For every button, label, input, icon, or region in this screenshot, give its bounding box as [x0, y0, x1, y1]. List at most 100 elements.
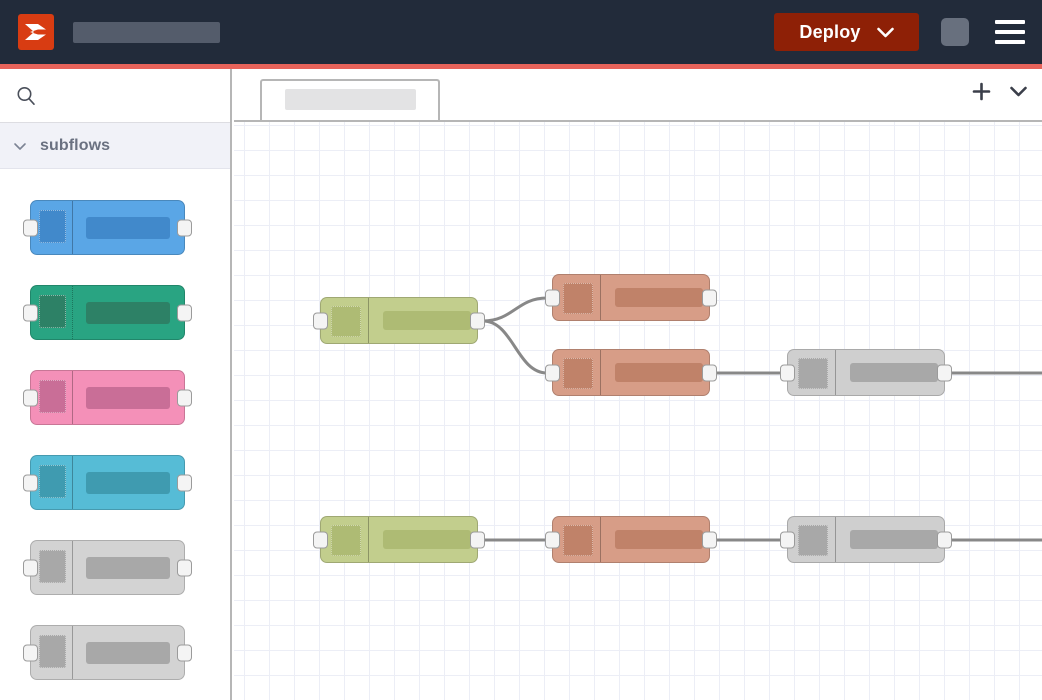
flow-node-salmon-2[interactable]: [545, 349, 717, 396]
palette-list-item[interactable]: [0, 270, 230, 355]
hamburger-bar: [995, 30, 1025, 34]
node-type-icon: [553, 517, 601, 562]
node-output-port[interactable]: [470, 312, 485, 329]
node-output-port[interactable]: [702, 289, 717, 306]
node-icon-glyph: [331, 306, 361, 337]
node-label-placeholder: [383, 530, 471, 549]
palette-node-2[interactable]: [23, 285, 192, 340]
node-output-port[interactable]: [177, 474, 192, 491]
flow-title-placeholder: [73, 21, 220, 43]
node-output-port[interactable]: [177, 304, 192, 321]
flow-node-green-1[interactable]: [313, 297, 485, 344]
palette-sidebar: subflows: [0, 69, 232, 700]
node-label-placeholder: [86, 386, 170, 409]
sidebar-section-subflows[interactable]: subflows: [0, 123, 230, 169]
palette-node-list: [0, 169, 230, 695]
node-output-port[interactable]: [177, 644, 192, 661]
node-output-port[interactable]: [937, 531, 952, 548]
node-input-port[interactable]: [23, 644, 38, 661]
node-input-port[interactable]: [23, 474, 38, 491]
flow-node-salmon-1[interactable]: [545, 274, 717, 321]
node-output-port[interactable]: [177, 389, 192, 406]
node-icon-glyph: [39, 550, 66, 583]
flow-node-salmon-3[interactable]: [545, 516, 717, 563]
node-input-port[interactable]: [23, 389, 38, 406]
node-type-icon: [321, 517, 369, 562]
flow-tab-1[interactable]: [260, 79, 440, 120]
node-output-port[interactable]: [702, 531, 717, 548]
flow-tab-bar: [234, 69, 1042, 122]
node-icon-glyph: [563, 358, 593, 389]
wire-n1-n3[interactable]: [482, 319, 548, 375]
sidebar-section-label: subflows: [40, 136, 111, 154]
node-input-port[interactable]: [545, 531, 560, 548]
plus-icon[interactable]: [972, 82, 991, 106]
search-icon[interactable]: [16, 86, 36, 106]
hamburger-bar: [995, 40, 1025, 44]
node-output-port[interactable]: [177, 219, 192, 236]
node-type-icon: [31, 371, 73, 424]
node-input-port[interactable]: [780, 531, 795, 548]
node-output-port[interactable]: [937, 364, 952, 381]
deploy-button[interactable]: Deploy: [774, 13, 919, 51]
node-input-port[interactable]: [23, 219, 38, 236]
node-output-port[interactable]: [470, 531, 485, 548]
palette-node-5[interactable]: [23, 540, 192, 595]
node-icon-glyph: [39, 295, 66, 328]
node-red-logo-icon[interactable]: [18, 14, 54, 50]
flow-node-grey-2[interactable]: [780, 516, 952, 563]
node-label-placeholder: [86, 641, 170, 664]
flow-node-grey-1[interactable]: [780, 349, 952, 396]
app-header: Deploy: [0, 0, 1042, 64]
chevron-down-icon: [876, 27, 894, 38]
palette-node-1[interactable]: [23, 200, 192, 255]
node-icon-glyph: [563, 525, 593, 556]
palette-list-item[interactable]: [0, 525, 230, 610]
palette-list-item[interactable]: [0, 610, 230, 695]
tab-bar-actions: [972, 82, 1028, 106]
node-label-placeholder: [850, 530, 938, 549]
palette-node-4[interactable]: [23, 455, 192, 510]
node-type-icon: [788, 517, 836, 562]
hamburger-bar: [995, 20, 1025, 24]
palette-list-item[interactable]: [0, 440, 230, 525]
palette-list-item[interactable]: [0, 185, 230, 270]
hamburger-menu-icon[interactable]: [995, 20, 1025, 44]
header-actions: Deploy: [774, 13, 1025, 51]
node-type-icon: [553, 275, 601, 320]
chevron-down-icon[interactable]: [1009, 85, 1028, 103]
flow-canvas[interactable]: [234, 69, 1042, 700]
node-input-port[interactable]: [780, 364, 795, 381]
node-input-port[interactable]: [313, 312, 328, 329]
node-input-port[interactable]: [23, 559, 38, 576]
node-label-placeholder: [383, 311, 471, 330]
node-label-placeholder: [86, 216, 170, 239]
node-label-placeholder: [86, 556, 170, 579]
node-icon-glyph: [331, 525, 361, 556]
flow-wires: [482, 296, 1042, 542]
node-label-placeholder: [615, 530, 703, 549]
node-label-placeholder: [86, 301, 170, 324]
user-avatar-icon[interactable]: [941, 18, 969, 46]
palette-search-row[interactable]: [0, 69, 230, 123]
node-type-icon: [321, 298, 369, 343]
node-input-port[interactable]: [545, 289, 560, 306]
node-type-icon: [31, 541, 73, 594]
palette-node-3[interactable]: [23, 370, 192, 425]
node-type-icon: [31, 201, 73, 254]
wire-n1-n2[interactable]: [482, 296, 548, 323]
node-output-port[interactable]: [702, 364, 717, 381]
node-type-icon: [788, 350, 836, 395]
node-output-port[interactable]: [177, 559, 192, 576]
palette-node-6[interactable]: [23, 625, 192, 680]
node-icon-glyph: [798, 358, 828, 389]
node-type-icon: [31, 626, 73, 679]
node-input-port[interactable]: [313, 531, 328, 548]
node-input-port[interactable]: [23, 304, 38, 321]
node-type-icon: [31, 456, 73, 509]
flow-node-green-2[interactable]: [313, 516, 485, 563]
palette-list-item[interactable]: [0, 355, 230, 440]
flow-node-area: [234, 122, 1042, 700]
node-input-port[interactable]: [545, 364, 560, 381]
